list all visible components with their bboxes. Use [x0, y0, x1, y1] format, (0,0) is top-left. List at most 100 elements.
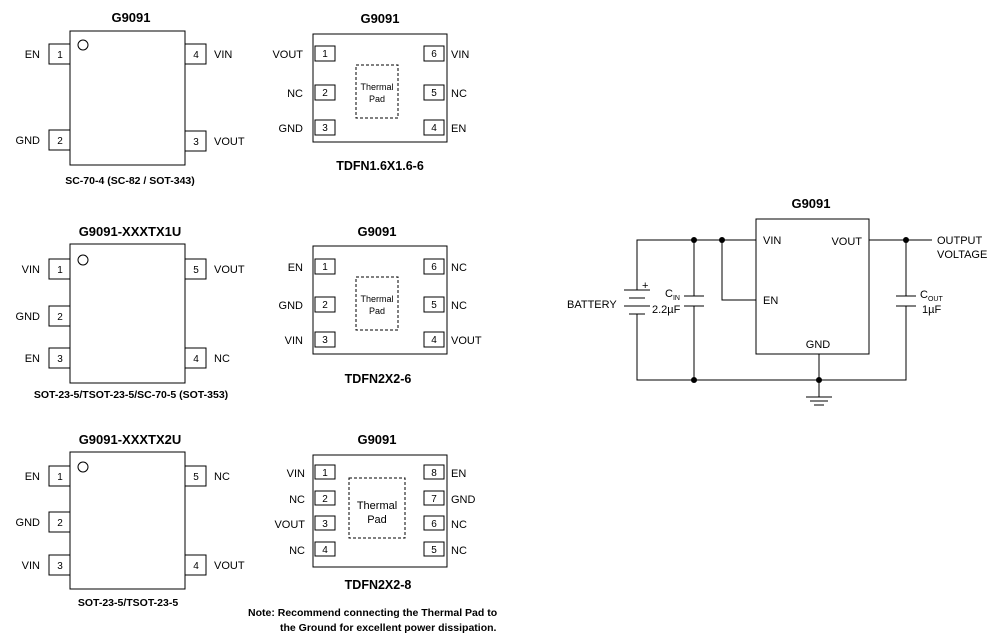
- thermal-pad: [355, 64, 399, 119]
- ic-pin-label: VOUT: [831, 236, 862, 248]
- pin-name: VOUT: [214, 264, 245, 276]
- pin-name: GND: [279, 300, 304, 312]
- pin-number: 6: [431, 519, 437, 530]
- pin-number: 3: [57, 561, 63, 572]
- thermal-pad-label: Pad: [369, 94, 385, 104]
- pin-name: EN: [25, 353, 40, 365]
- pin-number: 1: [57, 472, 63, 483]
- pin-number: 3: [322, 335, 328, 346]
- junction-dot: [816, 377, 822, 383]
- pin-name: NC: [451, 300, 467, 312]
- package-caption: TDFN2X2-6: [345, 372, 412, 386]
- package-caption: SOT-23-5/TSOT-23-5: [78, 597, 179, 609]
- pin-number: 5: [193, 265, 199, 276]
- pin-number: 1: [322, 49, 328, 60]
- cin-label: CIN: [665, 288, 680, 302]
- pin-number: 2: [322, 494, 328, 505]
- pin-name: NC: [451, 88, 467, 100]
- thermal-pad-label: Thermal: [357, 500, 397, 512]
- pin-box: [423, 515, 445, 531]
- battery-plus-sign: +: [642, 280, 648, 292]
- pin-name: GND: [16, 517, 41, 529]
- cout-label: COUT: [920, 289, 943, 303]
- pin-number: 3: [193, 137, 199, 148]
- pin-number: 2: [322, 88, 328, 99]
- cin-value: 2.2µF: [652, 304, 681, 316]
- pin-number: 2: [57, 136, 63, 147]
- pin-box: [48, 43, 71, 65]
- pin1-marker: [77, 461, 89, 473]
- pin-name: VIN: [214, 49, 232, 61]
- output-voltage-label: VOLTAGE: [937, 249, 987, 261]
- ic-pin-label: EN: [763, 295, 778, 307]
- pin-box: [184, 465, 207, 487]
- pin-name: NC: [214, 471, 230, 483]
- cin-label-sub: IN: [673, 295, 680, 302]
- pin-number: 1: [57, 265, 63, 276]
- pin-name: EN: [288, 262, 303, 274]
- thermal-pad-label: Pad: [369, 306, 385, 316]
- sot23-5-1u-package-body: [69, 243, 186, 384]
- cout-label-sub: OUT: [928, 296, 944, 303]
- pin-box: [314, 258, 336, 275]
- wire-ground-rail: [636, 315, 907, 381]
- pin-number: 4: [193, 561, 199, 572]
- pin-name: GND: [16, 135, 41, 147]
- pin-box: [314, 331, 336, 348]
- pin-box: [423, 84, 445, 101]
- pin-number: 4: [431, 335, 437, 346]
- pin-box: [48, 554, 71, 576]
- pin-box: [423, 464, 445, 480]
- pin-name: VOUT: [272, 49, 303, 61]
- pin-number: 2: [57, 312, 63, 323]
- package-title: G9091-XXXTX1U: [79, 224, 182, 239]
- pin-box: [184, 258, 207, 280]
- pin-box: [423, 490, 445, 506]
- pin-number: 3: [322, 123, 328, 134]
- pin-number: 8: [431, 468, 437, 479]
- package-title: G9091: [357, 432, 396, 447]
- pin-number: 6: [431, 49, 437, 60]
- pin-box: [184, 347, 207, 369]
- pin-number: 1: [322, 468, 328, 479]
- package-title: G9091: [357, 224, 396, 239]
- pin-box: [423, 296, 445, 313]
- pin-number: 1: [322, 262, 328, 273]
- pin-box: [48, 465, 71, 487]
- pin-number: 2: [322, 300, 328, 311]
- pin-box: [48, 305, 71, 327]
- tdfn16-6-package-body: [312, 33, 448, 143]
- pin-name: VOUT: [214, 136, 245, 148]
- package-title: G9091-XXXTX2U: [79, 432, 182, 447]
- pin-box: [423, 45, 445, 62]
- pin-box: [314, 84, 336, 101]
- pin-number: 4: [431, 123, 437, 134]
- pin-name: GND: [279, 123, 304, 135]
- thermal-pad: [355, 276, 399, 331]
- sc70-4-package-body: [69, 30, 186, 166]
- pin-name: NC: [451, 262, 467, 274]
- pin-name: VIN: [287, 468, 305, 480]
- pin-name: GND: [451, 494, 476, 506]
- pin-box: [423, 119, 445, 136]
- thermal-pad-label: Pad: [367, 514, 387, 526]
- pin-name: EN: [25, 49, 40, 61]
- thermal-pad-label: Thermal: [360, 294, 393, 304]
- pin-box: [314, 45, 336, 62]
- pin-box: [314, 515, 336, 531]
- pin-number: 7: [431, 494, 437, 505]
- output-voltage-label: OUTPUT: [937, 235, 983, 247]
- pin-box: [184, 130, 207, 152]
- pin-box: [48, 258, 71, 280]
- pin-name: NC: [289, 494, 305, 506]
- wire-vin: [636, 239, 756, 290]
- pin-name: GND: [16, 311, 41, 323]
- pin1-marker: [77, 39, 89, 51]
- pin-name: VIN: [451, 49, 469, 61]
- pin-name: EN: [25, 471, 40, 483]
- pin-number: 1: [57, 50, 63, 61]
- package-title: G9091: [360, 11, 399, 26]
- pin-name: VOUT: [451, 335, 482, 347]
- pin-number: 5: [431, 88, 437, 99]
- pin-name: VOUT: [214, 560, 245, 572]
